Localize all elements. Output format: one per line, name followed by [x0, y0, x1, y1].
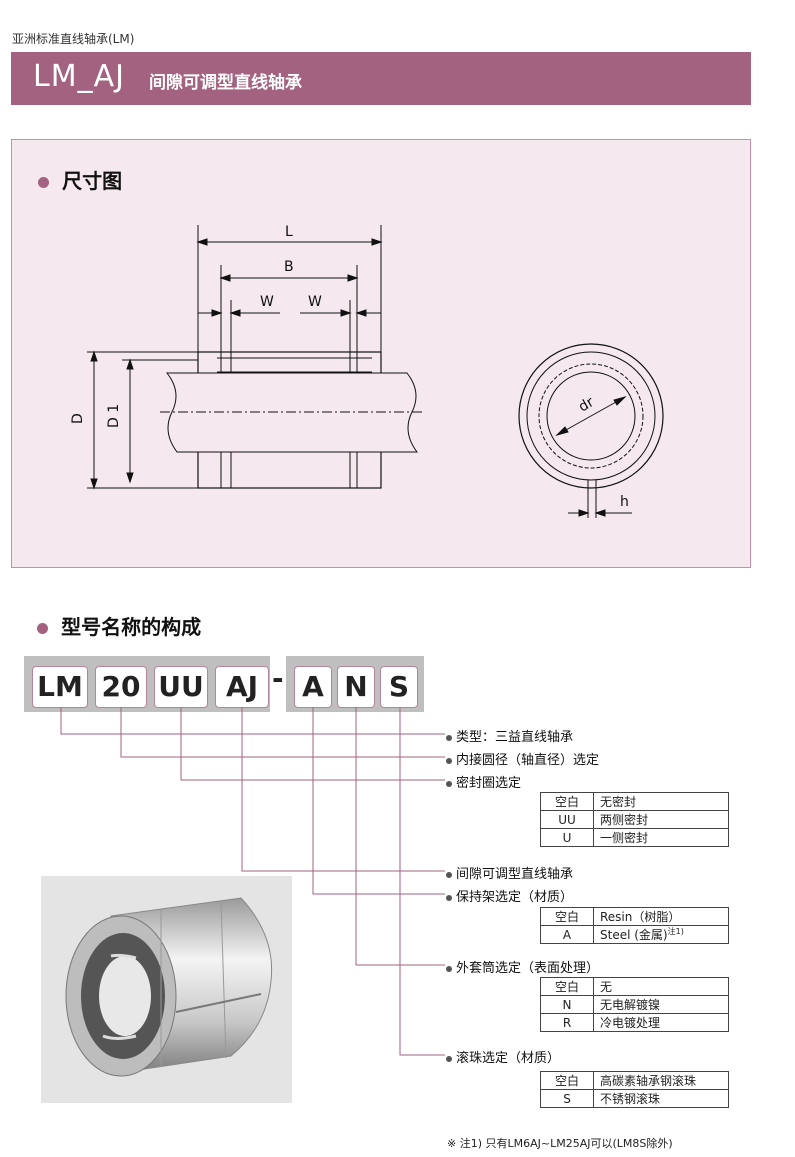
bullet-icon [446, 780, 452, 787]
bullet-icon [446, 965, 452, 972]
section-title: 尺寸图 [62, 169, 123, 193]
dim-label-h: h [620, 494, 629, 510]
dim-label-dr: dr [576, 394, 597, 415]
bullet-icon [446, 871, 452, 878]
code-part-aj: AJ [215, 666, 269, 708]
bearing-image [65, 897, 273, 1077]
dim-label-W-left: W [260, 294, 274, 310]
dim-label-L: L [285, 224, 293, 240]
dim-label-D: D [70, 413, 86, 424]
code-part-ball: S [380, 666, 418, 708]
dim-label-D1: D 1 [106, 404, 122, 428]
callout-seal: 密封圈选定 [446, 772, 521, 791]
bullet-icon [37, 623, 48, 634]
bullet-icon [446, 1055, 452, 1062]
callout-sleeve: 外套筒选定（表面处理） [446, 957, 599, 976]
dimension-panel: 尺寸图 [11, 139, 751, 568]
bullet-icon [446, 757, 452, 764]
dimension-section-heading: 尺寸图 [38, 165, 122, 194]
dim-label-W-right: W [308, 294, 322, 310]
code-part-type: LM [32, 666, 88, 708]
model-section-heading: 型号名称的构成 [37, 611, 201, 640]
callout-adjustable: 间隙可调型直线轴承 [446, 863, 573, 882]
title-banner: LM_AJ 间隙可调型直线轴承 [11, 52, 751, 105]
code-part-seal: UU [154, 666, 208, 708]
footnote: ※ 注1) 只有LM6AJ~LM25AJ可以(LM8S除外) [447, 1137, 673, 1150]
callout-inner-diameter: 内接圆径（轴直径）选定 [446, 749, 599, 768]
table-row: 空白无 [540, 977, 729, 996]
code-part-sleeve: N [337, 666, 375, 708]
dim-label-B: B [284, 259, 294, 275]
table-row: 空白无密封 [540, 792, 729, 811]
code-dash: - [272, 662, 284, 695]
bullet-icon [38, 177, 49, 188]
product-title: 间隙可调型直线轴承 [149, 73, 302, 93]
callout-ball: 滚珠选定（材质） [446, 1047, 560, 1066]
callout-type: 类型：三益直线轴承 [446, 726, 573, 745]
footnote-mark: 注1) [667, 927, 684, 936]
table-row: 空白高碳素轴承钢滚珠 [540, 1071, 729, 1090]
product-photo [41, 876, 292, 1103]
section-title: 型号名称的构成 [61, 615, 202, 639]
bullet-icon [446, 734, 452, 741]
model-code-title: LM_AJ [33, 59, 125, 94]
code-part-size: 20 [95, 666, 147, 708]
bullet-icon [446, 894, 452, 901]
code-part-retainer: A [294, 666, 332, 708]
breadcrumb: 亚洲标准直线轴承(LM) [12, 32, 135, 46]
dimension-drawing: L B W W D D 1 dr h [70, 224, 664, 518]
callout-retainer: 保持架选定（材质） [446, 886, 573, 905]
